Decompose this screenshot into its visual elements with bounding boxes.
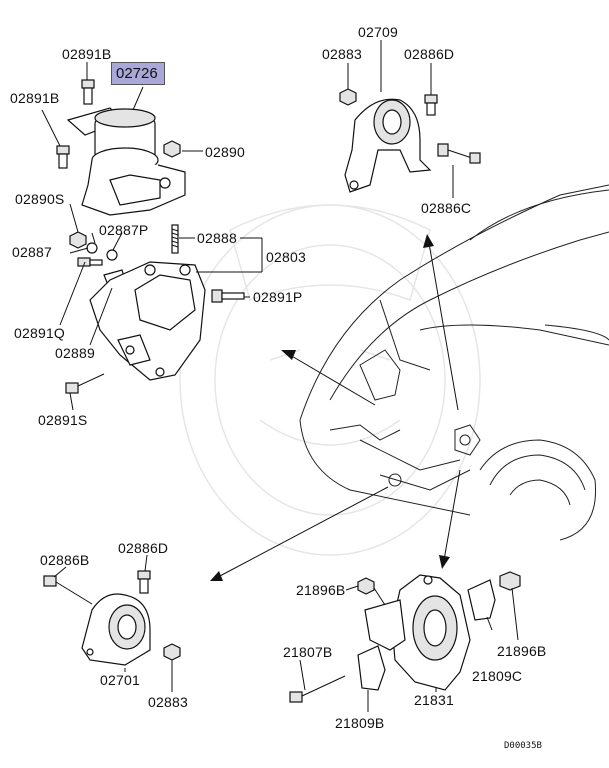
bolt-02891q[interactable] [77,257,103,267]
callout-02701[interactable]: 02701 [100,672,140,688]
callout-02709[interactable]: 02709 [358,24,398,40]
callout-21809b[interactable]: 21809B [335,715,385,731]
callout-21809c[interactable]: 21809C [472,668,523,684]
callout-02803[interactable]: 02803 [266,249,306,265]
engine-mount-insulator-02726[interactable] [66,107,186,216]
callout-02889[interactable]: 02889 [55,345,95,361]
bolt-21807b[interactable] [289,675,346,703]
callout-02886d-top[interactable]: 02886D [404,46,455,62]
bolt-02886c[interactable] [437,143,481,164]
callout-02887[interactable]: 02887 [12,244,52,260]
callout-21831[interactable]: 21831 [414,692,454,708]
stopper-21809b[interactable] [357,645,386,691]
car-body-outline [299,184,609,541]
callout-02891p[interactable]: 02891P [253,289,303,305]
nut-02883-bottom[interactable] [163,643,181,661]
leaders-bottom-left [53,554,173,692]
pointer-arrows [210,234,461,581]
leaders-top-right [347,40,454,198]
callout-02891s[interactable]: 02891S [38,412,88,428]
washer-02887p[interactable] [106,249,118,261]
engine-mount-02701[interactable] [81,593,151,666]
callout-02883-bottom[interactable]: 02883 [148,694,188,710]
nut-02890[interactable] [163,140,181,158]
bolt-02886b[interactable] [43,575,93,605]
callout-02886c[interactable]: 02886C [421,200,472,216]
callout-02891b-top[interactable]: 02891B [62,46,112,62]
callout-02726-highlighted[interactable]: 02726 [111,62,165,85]
callout-02888[interactable]: 02888 [197,230,237,246]
callout-02891b-left[interactable]: 02891B [10,90,60,106]
callout-02890s[interactable]: 02890S [15,191,65,207]
callout-21807b[interactable]: 21807B [283,644,333,660]
figure-code: D00035B [504,741,542,751]
engine-mount-02709[interactable] [344,98,432,193]
bolt-02891b-top[interactable] [81,79,95,105]
callout-02890[interactable]: 02890 [205,144,245,160]
callout-02891q[interactable]: 02891Q [14,325,66,341]
bolt-02891b-left[interactable] [56,145,70,169]
callout-02886b[interactable]: 02886B [40,552,90,568]
transmission-mount-21831[interactable] [364,574,471,691]
callout-02887p[interactable]: 02887P [99,222,149,238]
washer-02887[interactable] [86,242,98,254]
callout-02883-top[interactable]: 02883 [322,46,362,62]
bolt-02886d-top[interactable] [424,94,438,116]
stud-02888[interactable] [171,224,179,254]
nut-02890s[interactable] [69,231,87,249]
watermark-logo [179,204,481,556]
leaders-bottom-right [299,585,519,712]
engine-mount-bracket-02803[interactable] [89,261,206,381]
bolt-02891p[interactable] [211,289,245,303]
callout-21896b-right[interactable]: 21896B [497,643,547,659]
bolt-02891s[interactable] [65,373,105,394]
callout-02886d-bottom[interactable]: 02886D [118,540,169,556]
callout-21896b-left[interactable]: 21896B [296,582,346,598]
nut-21896b-left[interactable] [357,577,375,595]
bolt-02886d-bottom[interactable] [137,570,151,594]
leaders-top-left [41,62,263,411]
nut-02883-top[interactable] [339,88,357,106]
nut-21896b-right[interactable] [499,571,521,591]
stopper-21809c[interactable] [467,579,496,621]
